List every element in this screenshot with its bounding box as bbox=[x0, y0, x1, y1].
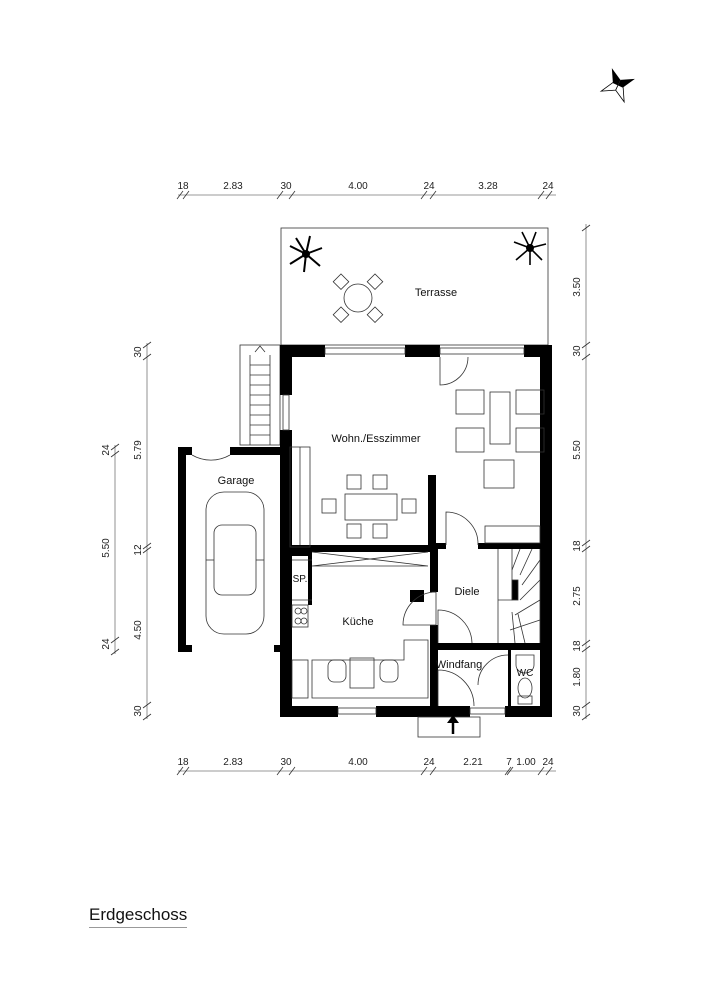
dimension-top: 18 2.83 30 4.00 24 3.28 24 bbox=[176, 181, 556, 200]
dim-label: 30 bbox=[572, 705, 583, 717]
windows bbox=[282, 347, 525, 715]
dim-label: 3.50 bbox=[572, 277, 583, 297]
outside-stairs bbox=[239, 344, 281, 446]
dim-label: 4.00 bbox=[348, 181, 368, 192]
dim-label: 5.79 bbox=[133, 440, 144, 460]
dim-label: 5.50 bbox=[572, 440, 583, 460]
dim-label: 18 bbox=[177, 757, 189, 768]
compass-icon bbox=[599, 68, 635, 104]
dim-label: 7 bbox=[506, 757, 512, 768]
dim-label: 2.83 bbox=[223, 757, 243, 768]
wc-fixtures bbox=[515, 654, 535, 705]
room-label-kitchen: Küche bbox=[342, 616, 373, 628]
dim-label: 18 bbox=[572, 540, 583, 552]
doors bbox=[191, 356, 509, 738]
car-icon bbox=[205, 491, 265, 635]
dim-label: 3.28 bbox=[478, 181, 498, 192]
dim-label: 30 bbox=[133, 705, 144, 717]
dim-label: 4.00 bbox=[348, 757, 368, 768]
plant-icon bbox=[289, 235, 323, 273]
staircase bbox=[497, 548, 541, 644]
dim-label: 24 bbox=[542, 181, 554, 192]
dim-label: 30 bbox=[572, 345, 583, 357]
dim-label: 18 bbox=[572, 640, 583, 652]
room-label-storage: SP. bbox=[293, 574, 308, 585]
dimension-bottom: 18 2.83 30 4.00 24 2.21 7 1.00 24 bbox=[176, 757, 556, 776]
dimension-right: 3.50 30 5.50 18 2.75 18 1.80 30 bbox=[572, 224, 591, 721]
dim-label: 1.80 bbox=[572, 667, 583, 687]
walls bbox=[178, 345, 552, 717]
plant-icon bbox=[513, 231, 547, 265]
dim-label: 2.75 bbox=[572, 586, 583, 606]
kitchen-furniture bbox=[291, 551, 429, 699]
dim-label: 30 bbox=[133, 346, 144, 358]
dim-label: 30 bbox=[280, 181, 292, 192]
dim-label: 24 bbox=[423, 181, 435, 192]
room-label-terrace: Terrasse bbox=[415, 287, 457, 299]
dim-label: 4.50 bbox=[133, 620, 144, 640]
dim-label: 18 bbox=[177, 181, 189, 192]
room-label-wc: WC bbox=[517, 668, 534, 679]
dim-label: 2.83 bbox=[223, 181, 243, 192]
terrace-table bbox=[332, 273, 384, 324]
dim-label: 24 bbox=[101, 444, 112, 456]
room-label-hall: Diele bbox=[454, 586, 479, 598]
floor-title: Erdgeschoss bbox=[89, 905, 188, 928]
dimension-left-outer: 30 5.79 12 4.50 30 bbox=[133, 341, 152, 721]
dim-label: 12 bbox=[133, 544, 144, 556]
dim-label: 5.50 bbox=[101, 538, 112, 558]
dim-label: 24 bbox=[423, 757, 435, 768]
dim-label: 1.00 bbox=[516, 757, 536, 768]
living-furniture bbox=[321, 389, 545, 544]
entrance-arrow-icon bbox=[447, 715, 459, 734]
dim-label: 24 bbox=[542, 757, 554, 768]
dim-label: 24 bbox=[101, 638, 112, 650]
dim-label: 30 bbox=[280, 757, 292, 768]
room-label-entrance: Windfang bbox=[436, 659, 482, 671]
room-label-living: Wohn./Esszimmer bbox=[331, 433, 420, 445]
room-label-garage: Garage bbox=[218, 475, 255, 487]
dimension-left-inner: 24 5.50 24 bbox=[101, 443, 120, 656]
dim-label: 2.21 bbox=[463, 757, 483, 768]
terrace: Terrasse bbox=[280, 227, 549, 346]
